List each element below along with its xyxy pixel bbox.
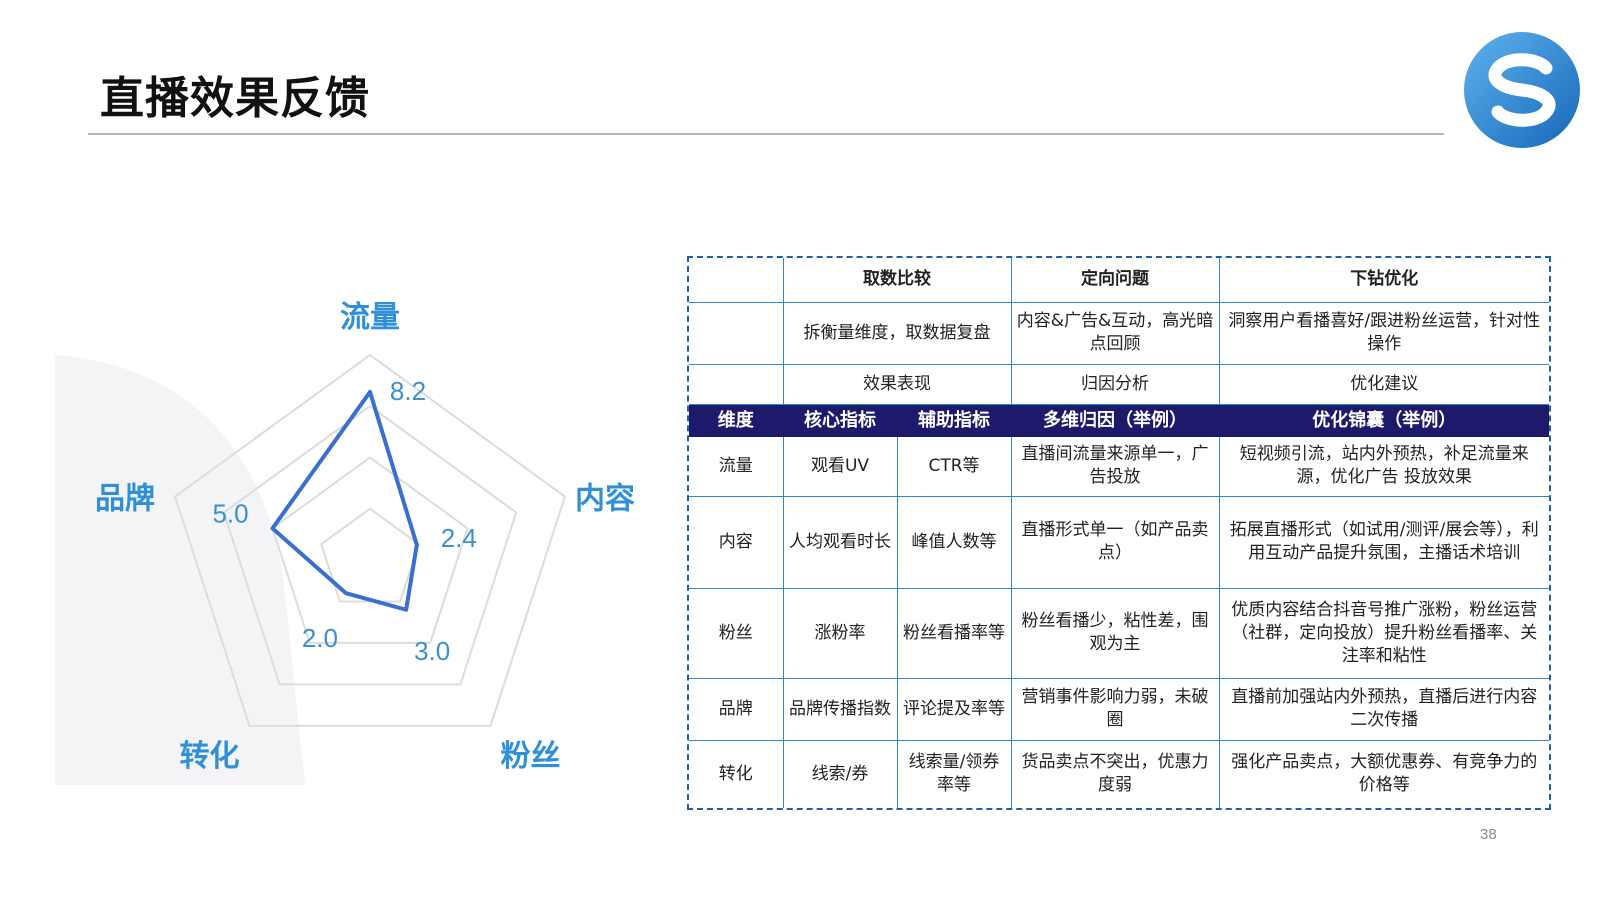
radar-chart: 8.2 流量 2.4 内容 3.0 粉丝 2.0 转化 5.0 品牌: [95, 300, 635, 774]
radar-grid-ring: [271, 456, 469, 644]
row-core-metric: 人均观看时长: [782, 495, 898, 589]
col-advice: 优化锦囊（举例）: [1218, 403, 1549, 437]
row-cause: 货品卖点不突出，优惠力度弱: [1010, 739, 1220, 808]
feedback-table: 取数比较 定向问题 下钻优化 拆衡量维度，取数据复盘 内容&广告&互动，高光暗点…: [687, 256, 1551, 810]
table-row: 品牌 品牌传播指数 评论提及率等 营销事件影响力弱，未破圈 直播前加强站内外预热…: [689, 677, 1549, 741]
row-advice: 直播前加强站内外预热，直播后进行内容二次传播: [1218, 677, 1549, 741]
desc-locate: 内容&广告&互动，高光暗点回顾: [1010, 301, 1220, 365]
radar-background: [55, 355, 305, 785]
subheader-advice: 优化建议: [1218, 363, 1549, 405]
row-core-metric: 观看UV: [782, 435, 898, 497]
blank-cell: [689, 258, 784, 303]
table-row: 粉丝 涨粉率 粉丝看播率等 粉丝看播少，粘性差，围观为主 优质内容结合抖音号推广…: [689, 587, 1549, 679]
radar-axis-label: 内容: [575, 482, 635, 517]
row-cause: 粉丝看播少，粘性差，围观为主: [1010, 587, 1220, 679]
col-dimension: 维度: [689, 403, 784, 437]
subheader-attribution: 归因分析: [1010, 363, 1220, 405]
radar-value-label: 2.4: [441, 523, 477, 553]
desc-compare: 拆衡量维度，取数据复盘: [782, 301, 1012, 365]
row-cause: 直播形式单一（如产品卖点）: [1010, 495, 1220, 589]
row-advice: 拓展直播形式（如试用/测评/展会等），利用互动产品提升氛围，主播话术培训: [1218, 495, 1549, 589]
row-aux-metric: CTR等: [896, 435, 1012, 497]
subheader-effect: 效果表现: [782, 363, 1012, 405]
radar-grid-ring: [222, 405, 518, 686]
row-dimension: 粉丝: [689, 587, 784, 679]
row-advice: 优质内容结合抖音号推广涨粉，粉丝运营（社群，定向投放）提升粉丝看播率、关注率和粘…: [1218, 587, 1549, 679]
blank-cell: [689, 301, 784, 365]
radar-axis-label: 转化: [180, 739, 240, 774]
row-aux-metric: 线索量/领券率等: [896, 739, 1012, 808]
table-row: 转化 线索/券 线索量/领券率等 货品卖点不突出，优惠力度弱 强化产品卖点，大额…: [689, 739, 1549, 808]
row-aux-metric: 评论提及率等: [896, 677, 1012, 741]
col-core-metric: 核心指标: [782, 403, 898, 437]
blank-cell: [689, 363, 784, 405]
row-cause: 直播间流量来源单一，广告投放: [1010, 435, 1220, 497]
row-advice: 强化产品卖点，大额优惠券、有竞争力的价格等: [1218, 739, 1549, 808]
radar-value-label: 8.2: [390, 376, 426, 406]
company-logo-icon: [1464, 32, 1580, 148]
row-advice: 短视频引流，站内外预热，补足流量来源，优化广告 投放效果: [1218, 435, 1549, 497]
header-locate: 定向问题: [1010, 258, 1220, 303]
row-core-metric: 涨粉率: [782, 587, 898, 679]
row-core-metric: 品牌传播指数: [782, 677, 898, 741]
row-dimension: 转化: [689, 739, 784, 808]
radar-grid-ring: [173, 353, 567, 727]
radar-value-label: 2.0: [302, 623, 338, 653]
radar-grid-ring: [320, 507, 420, 603]
radar-value-label: 5.0: [212, 498, 248, 528]
header-compare: 取数比较: [782, 258, 1012, 303]
table-row: 内容 人均观看时长 峰值人数等 直播形式单一（如产品卖点） 拓展直播形式（如试用…: [689, 495, 1549, 589]
title-divider: [88, 133, 1444, 135]
row-aux-metric: 粉丝看播率等: [896, 587, 1012, 679]
row-dimension: 品牌: [689, 677, 784, 741]
radar-axis-label: 流量: [340, 300, 400, 335]
table-row: 流量 观看UV CTR等 直播间流量来源单一，广告投放 短视频引流，站内外预热，…: [689, 435, 1549, 497]
radar-value-label: 3.0: [414, 636, 450, 666]
header-drilldown: 下钻优化: [1218, 258, 1549, 303]
page-title: 直播效果反馈: [100, 73, 370, 124]
radar-series-line: [270, 389, 419, 612]
row-dimension: 内容: [689, 495, 784, 589]
col-aux-metric: 辅助指标: [896, 403, 1012, 437]
radar-axis-label: 品牌: [95, 482, 155, 517]
row-aux-metric: 峰值人数等: [896, 495, 1012, 589]
row-dimension: 流量: [689, 435, 784, 497]
radar-axis-label: 粉丝: [500, 739, 560, 774]
page-number: 38: [1480, 826, 1497, 843]
desc-drilldown: 洞察用户看播喜好/跟进粉丝运营，针对性操作: [1218, 301, 1549, 365]
row-core-metric: 线索/券: [782, 739, 898, 808]
col-cause: 多维归因（举例）: [1010, 403, 1220, 437]
row-cause: 营销事件影响力弱，未破圈: [1010, 677, 1220, 741]
